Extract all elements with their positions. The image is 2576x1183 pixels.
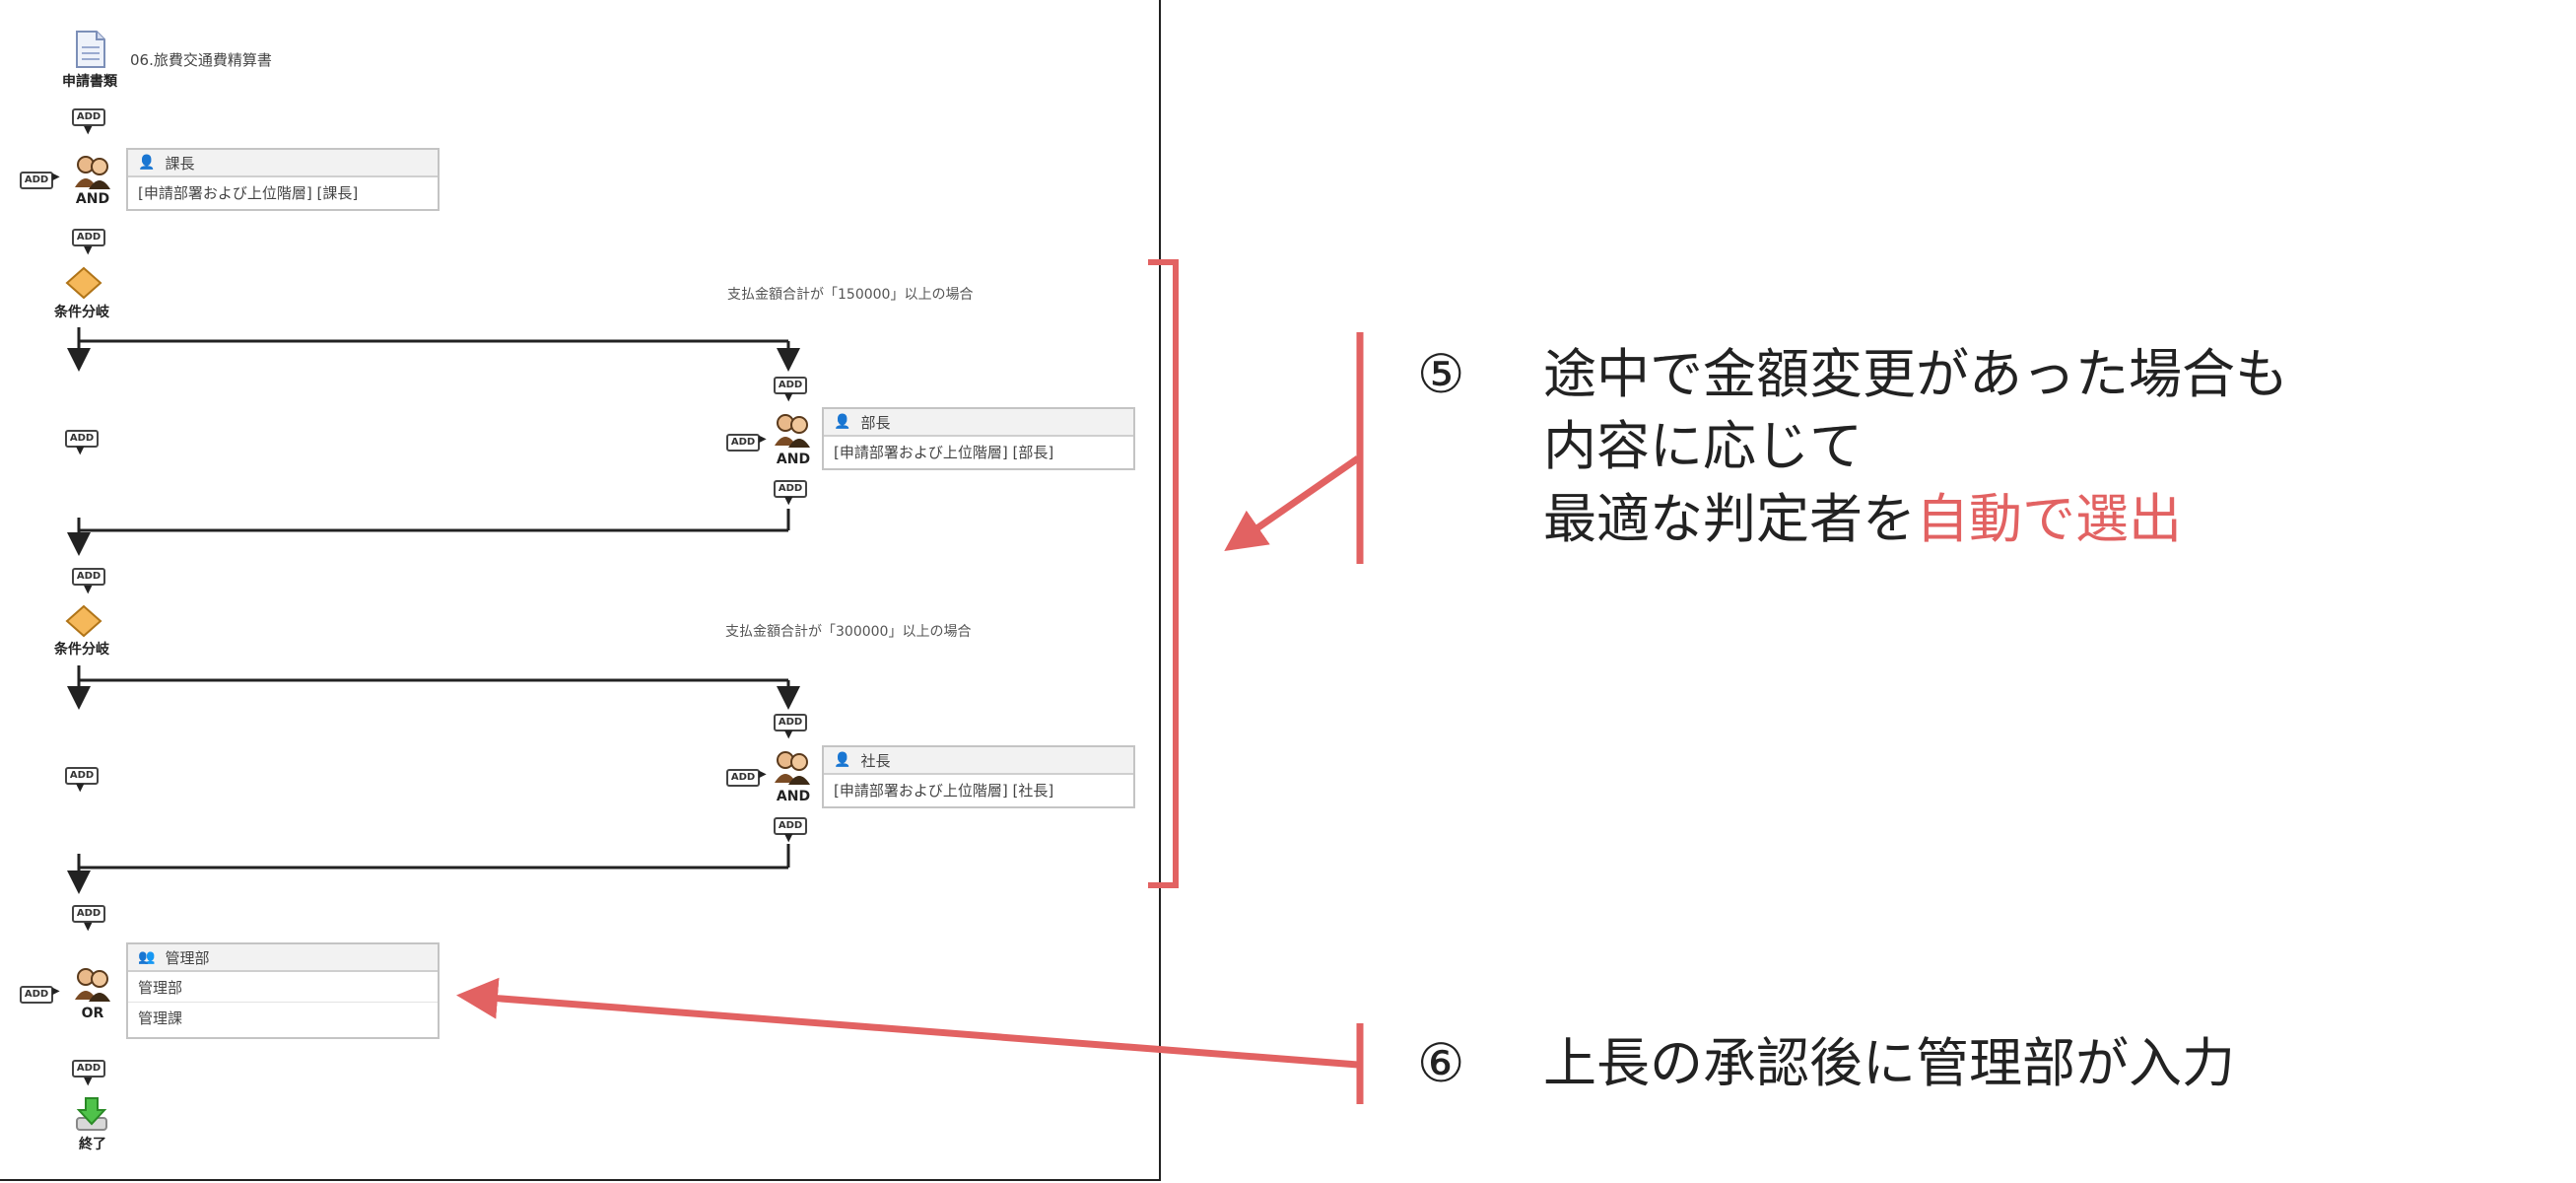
form-type-label: 申請書類 <box>62 74 117 90</box>
down-arrow-icon: ▼ <box>84 920 93 933</box>
branch-diamond-icon <box>65 266 102 300</box>
users-icon <box>75 156 110 189</box>
right-arrow-icon: ▶ <box>759 769 767 780</box>
or-label: OR <box>81 1006 104 1021</box>
card-row: [申請部署および上位階層] [課長] <box>138 183 359 202</box>
card-title: 社長 <box>860 751 891 770</box>
and-label: AND <box>776 789 811 804</box>
add-button[interactable]: ADD <box>65 430 99 448</box>
annotation6-text: 上長の承認後に管理部が入力 <box>1543 1032 2235 1094</box>
branch-label: 条件分岐 <box>54 305 109 320</box>
users-icon <box>775 751 810 785</box>
approver-card-kacho[interactable]: 👤 課長 [申請部署および上位階層] [課長] <box>126 148 440 211</box>
down-arrow-icon: ▼ <box>84 1075 93 1087</box>
add-button[interactable]: ADD <box>774 817 807 835</box>
users-icon <box>75 968 110 1002</box>
right-arrow-icon: ▶ <box>52 172 60 182</box>
annotation5-number: ⑤ <box>1417 343 1465 405</box>
add-button[interactable]: ADD <box>726 769 760 787</box>
down-arrow-icon: ▼ <box>76 444 85 456</box>
annotation6-number: ⑥ <box>1417 1032 1465 1094</box>
branch-label: 条件分岐 <box>54 642 109 658</box>
card-row: [申請部署および上位階層] [部長] <box>834 443 1054 461</box>
card-row: 管理部 <box>128 972 438 1003</box>
right-arrow-icon: ▶ <box>52 986 60 997</box>
card-title: 部長 <box>860 413 891 432</box>
add-button[interactable]: ADD <box>65 767 99 785</box>
person-icon: 👤 <box>834 414 851 430</box>
add-button[interactable]: ADD <box>72 905 105 923</box>
add-button[interactable]: ADD <box>774 480 807 498</box>
annotation5-line3: 最適な判定者を自動で選出 <box>1543 485 2182 554</box>
person-icon: 👤 <box>834 752 851 768</box>
down-arrow-icon: ▼ <box>84 123 93 136</box>
annotation5-line2: 内容に応じて <box>1543 415 1863 477</box>
condition-text: 支払金額合計が「300000」以上の場合 <box>725 624 972 640</box>
add-button[interactable]: ADD <box>72 108 105 126</box>
add-button[interactable]: ADD <box>72 229 105 246</box>
annotation5-line3-plain: 最適な判定者を <box>1543 488 1916 550</box>
users-icon <box>775 414 810 448</box>
end-download-icon <box>76 1097 107 1131</box>
add-button[interactable]: ADD <box>72 568 105 586</box>
right-arrow-icon: ▶ <box>759 434 767 445</box>
document-icon <box>76 31 105 68</box>
workflow-panel <box>0 0 1161 1181</box>
approver-card-kanri[interactable]: 👥 管理部 管理部 管理課 <box>126 942 440 1039</box>
down-arrow-icon: ▼ <box>784 494 793 507</box>
card-row: [申請部署および上位階層] [社長] <box>834 781 1054 800</box>
form-name: 06.旅費交通費精算書 <box>130 51 272 69</box>
card-title: 課長 <box>165 154 195 173</box>
card-row: 管理課 <box>138 1009 183 1027</box>
add-button[interactable]: ADD <box>774 377 807 394</box>
approver-card-shacho[interactable]: 👤 社長 [申請部署および上位階層] [社長] <box>822 745 1135 808</box>
down-arrow-icon: ▼ <box>784 390 793 403</box>
add-button[interactable]: ADD <box>72 1060 105 1078</box>
down-arrow-icon: ▼ <box>784 831 793 844</box>
add-button[interactable]: ADD <box>774 714 807 731</box>
annotation5-arrow <box>1224 455 1360 551</box>
approver-card-bucho[interactable]: 👤 部長 [申請部署および上位階層] [部長] <box>822 407 1135 470</box>
card-title: 管理部 <box>165 948 210 967</box>
annotation6-arrow <box>456 977 1359 1069</box>
down-arrow-icon: ▼ <box>76 781 85 794</box>
condition-text: 支払金額合計が「150000」以上の場合 <box>727 287 974 303</box>
person-icon: 👤 <box>138 155 156 171</box>
down-arrow-icon: ▼ <box>784 728 793 740</box>
end-label: 終了 <box>79 1137 106 1152</box>
add-button[interactable]: ADD <box>726 434 760 452</box>
annotation5-line3-accent: 自動で選出 <box>1916 488 2182 550</box>
and-label: AND <box>75 191 110 207</box>
annotation-bracket <box>1148 259 1179 888</box>
branch-diamond-icon <box>65 604 102 638</box>
group-icon: 👥 <box>138 949 156 965</box>
down-arrow-icon: ▼ <box>84 244 93 256</box>
add-button[interactable]: ADD <box>20 986 53 1004</box>
down-arrow-icon: ▼ <box>84 583 93 595</box>
and-label: AND <box>776 452 811 467</box>
annotation5-line1: 途中で金額変更があった場合も <box>1543 343 2288 405</box>
add-button[interactable]: ADD <box>20 172 53 189</box>
